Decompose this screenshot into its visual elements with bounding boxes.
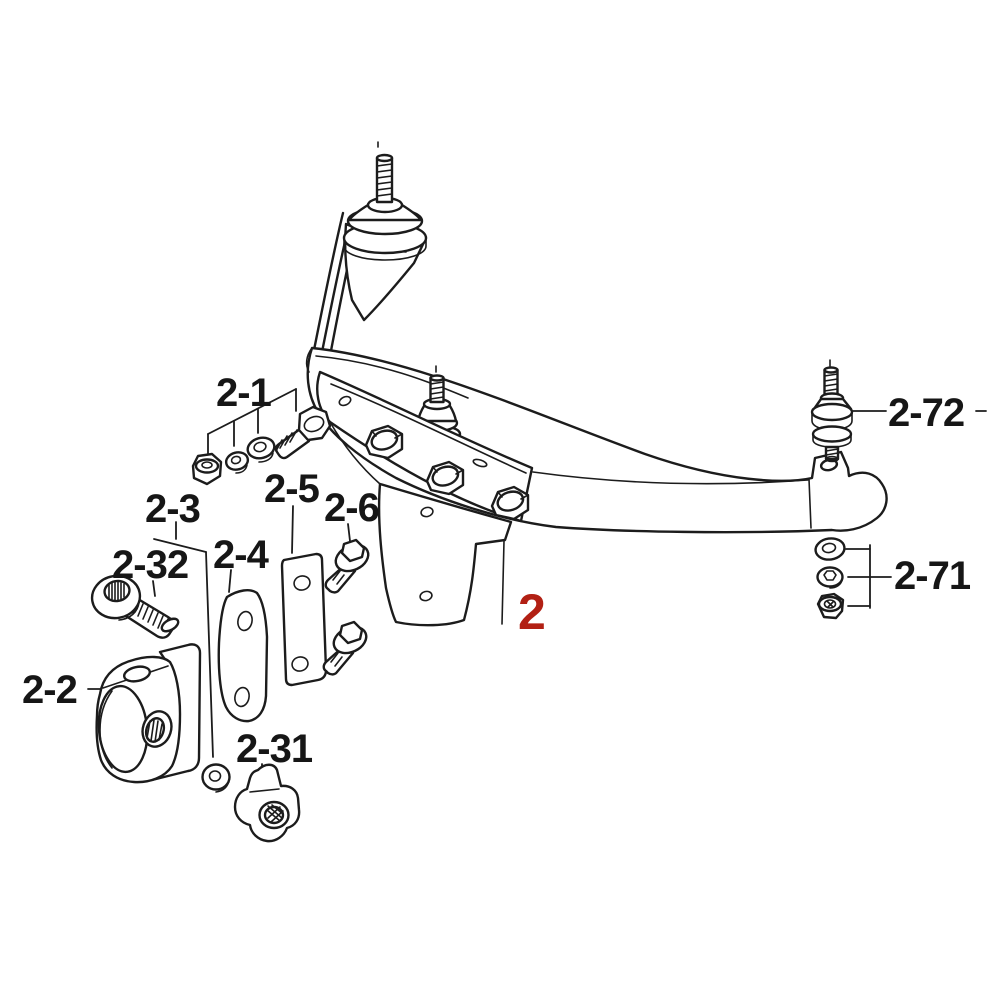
part-2-5-strip-plate bbox=[280, 552, 328, 687]
hex-bolt bbox=[490, 485, 530, 521]
part-2-1-fasteners bbox=[191, 405, 332, 486]
washer bbox=[814, 537, 846, 561]
side-hole-threads bbox=[146, 719, 163, 743]
hex-bolt bbox=[425, 460, 465, 496]
part-label-2-2: 2-2 bbox=[22, 668, 77, 712]
lock-washer bbox=[816, 566, 844, 589]
flange-bolt bbox=[324, 538, 370, 594]
anchor-thread-hatch bbox=[266, 804, 284, 823]
part-label-2-5: 2-5 bbox=[264, 467, 320, 511]
hex-bolt-2-1 bbox=[274, 405, 332, 460]
part-2-3-washer bbox=[201, 763, 231, 793]
stud-threads bbox=[376, 163, 393, 197]
figure-number: 2 bbox=[518, 584, 546, 640]
lower-bracket-plate bbox=[377, 482, 513, 627]
flange-bolt bbox=[322, 620, 368, 676]
part-label-2-1: 2-1 bbox=[216, 371, 272, 415]
bolt-threads bbox=[275, 429, 298, 452]
part-label-2-3: 2-3 bbox=[145, 487, 200, 531]
part-label-2-71: 2-71 bbox=[894, 554, 971, 598]
eye-thread-hatch bbox=[108, 581, 125, 601]
part-2-71-fasteners bbox=[814, 537, 846, 620]
hex-bolt bbox=[364, 424, 404, 460]
hex-nut bbox=[816, 592, 845, 620]
part-2-72-isolator-mount bbox=[810, 359, 854, 463]
part-label-2-32: 2-32 bbox=[112, 543, 188, 587]
part-2-6-flange-bolts bbox=[322, 538, 370, 676]
part-label-2-31: 2-31 bbox=[236, 727, 313, 771]
top-mount-isolator bbox=[342, 141, 428, 322]
part-2-31-anchor-block bbox=[233, 763, 301, 843]
part-label-2-6: 2-6 bbox=[324, 486, 379, 530]
center-stud-threads bbox=[429, 381, 445, 400]
hex-nut bbox=[191, 452, 223, 486]
washer bbox=[246, 436, 276, 463]
part-label-2-4: 2-4 bbox=[213, 533, 270, 577]
part-label-2-72: 2-72 bbox=[888, 391, 964, 435]
plate-hex-bolts bbox=[364, 424, 530, 521]
lower-stud-threads bbox=[825, 448, 839, 456]
part-2-2-hook-bracket bbox=[95, 643, 202, 784]
upper-stud-threads bbox=[823, 373, 839, 392]
part-2-32-eyebolt bbox=[90, 574, 180, 639]
part-2-4-plate bbox=[217, 589, 269, 723]
small-washer bbox=[224, 451, 250, 474]
part-labels: 2-1 2-3 2-32 2-2 2-4 2-5 2-6 2-31 2-72 2… bbox=[22, 371, 972, 771]
